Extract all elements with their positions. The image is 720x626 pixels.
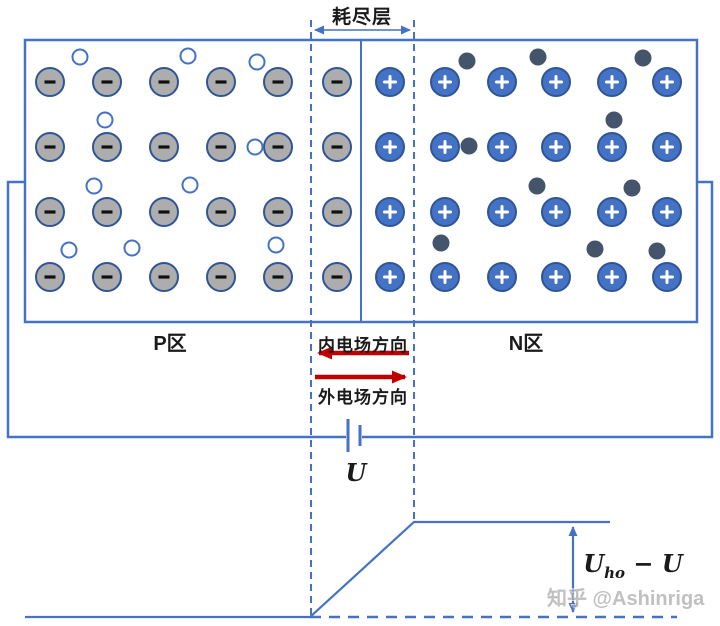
positive-ion: [375, 67, 405, 97]
barrier-subscript: ho: [604, 563, 626, 582]
negative-ion: [92, 67, 122, 97]
negative-ion: [322, 197, 352, 227]
electron: [432, 234, 450, 252]
depletion-layer-label: 耗尽层: [331, 7, 393, 28]
positive-ion: [541, 132, 571, 162]
electron: [648, 242, 666, 260]
hole: [85, 177, 103, 195]
negative-ion: [206, 67, 236, 97]
hole: [60, 241, 78, 259]
negative-ion: [206, 132, 236, 162]
positive-ion: [597, 132, 627, 162]
electron: [529, 48, 547, 66]
positive-ion: [487, 262, 517, 292]
electron: [623, 179, 641, 197]
positive-ions-group: [375, 67, 682, 292]
positive-ion: [652, 262, 682, 292]
positive-ion: [652, 197, 682, 227]
negative-ion: [263, 197, 293, 227]
holes-group: [60, 47, 285, 259]
hole: [248, 53, 266, 71]
positive-ion: [652, 67, 682, 97]
negative-ion: [149, 197, 179, 227]
negative-ion: [263, 67, 293, 97]
negative-ion: [263, 262, 293, 292]
external-field-label: 外电场方向: [318, 388, 408, 407]
positive-ion: [487, 197, 517, 227]
negative-ion: [206, 262, 236, 292]
circuit-wire-right: [362, 180, 714, 439]
positive-ion: [375, 197, 405, 227]
positive-ion: [430, 197, 460, 227]
positive-ion: [597, 197, 627, 227]
circuit-wire-left: [6, 180, 346, 439]
hole: [71, 48, 89, 66]
positive-ion: [597, 262, 627, 292]
electron: [634, 49, 652, 67]
hole: [181, 176, 199, 194]
potential-curve: [25, 520, 610, 619]
negative-ion: [92, 197, 122, 227]
negative-ion: [35, 132, 65, 162]
positive-ion: [487, 132, 517, 162]
n-region-label: N区: [508, 333, 544, 355]
battery-voltage-label: U: [345, 458, 367, 487]
negative-ion: [322, 262, 352, 292]
hole: [246, 138, 264, 156]
negative-ion: [92, 132, 122, 162]
electron: [528, 177, 546, 195]
negative-ion: [149, 67, 179, 97]
positive-ion: [597, 67, 627, 97]
positive-ion: [541, 262, 571, 292]
watermark: 知乎 @Ashinriga: [547, 588, 705, 610]
internal-field-label: 内电场方向: [318, 336, 408, 355]
hole: [123, 239, 141, 257]
negative-ions-group: [35, 67, 352, 292]
barrier-u-symbol: U: [583, 549, 605, 578]
negative-ion: [206, 197, 236, 227]
positive-ion: [375, 132, 405, 162]
hole: [267, 236, 285, 254]
negative-ion: [35, 197, 65, 227]
negative-ion: [149, 132, 179, 162]
positive-ion: [430, 262, 460, 292]
electron: [458, 52, 476, 70]
electron: [460, 137, 478, 155]
hole: [96, 111, 114, 129]
negative-ion: [322, 132, 352, 162]
p-region-label: P区: [153, 333, 187, 355]
positive-ion: [652, 132, 682, 162]
barrier-minus-u: − U: [625, 549, 683, 578]
electron: [586, 240, 604, 258]
negative-ion: [35, 67, 65, 97]
negative-ion: [92, 262, 122, 292]
barrier-voltage-label: Uho − U: [583, 549, 683, 582]
negative-ion: [263, 132, 293, 162]
positive-ion: [430, 67, 460, 97]
positive-ion: [487, 67, 517, 97]
hole: [179, 47, 197, 65]
negative-ion: [322, 67, 352, 97]
positive-ion: [541, 197, 571, 227]
negative-ion: [35, 262, 65, 292]
negative-ion: [149, 262, 179, 292]
electron: [605, 111, 623, 129]
positive-ion: [375, 262, 405, 292]
positive-ion: [430, 132, 460, 162]
positive-ion: [541, 67, 571, 97]
electrons-group: [432, 48, 666, 260]
